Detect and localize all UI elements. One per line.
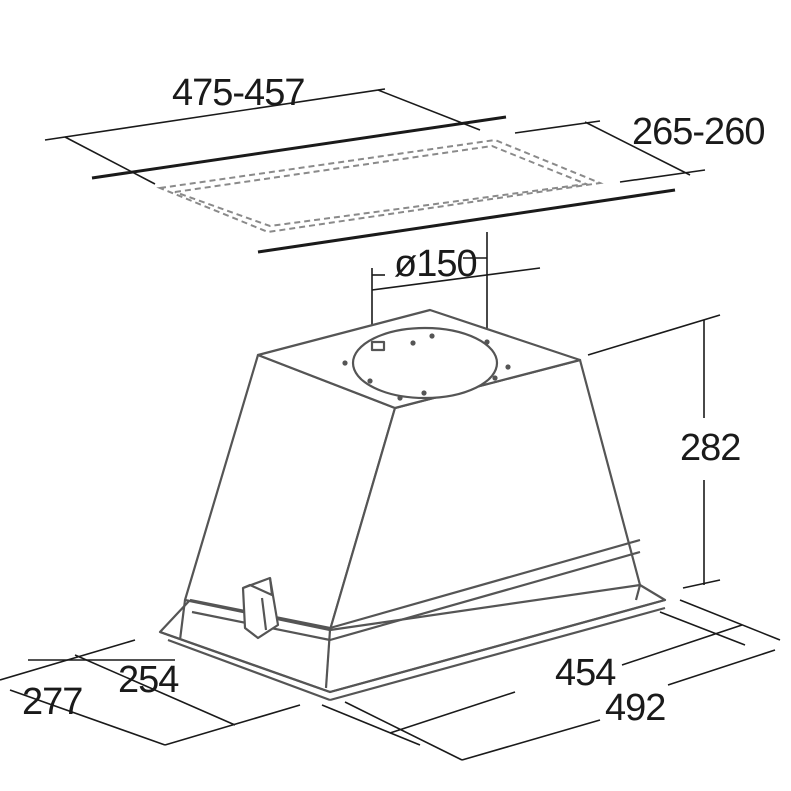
dim-line-width-inner (621, 624, 743, 666)
cutout-outline-inner (174, 144, 590, 228)
ext-line-width-inner (659, 611, 746, 646)
screw-hole (484, 339, 490, 345)
height-dimension-group: 282 (587, 314, 741, 589)
hood-left-post (178, 599, 187, 641)
dim-line-width-bottom-outer (461, 719, 601, 761)
hood-flange-front-edge (159, 598, 666, 694)
dim-line-width-outer (667, 649, 776, 686)
depth-outer-label: 277 (22, 681, 82, 723)
depth-dimension-group: 254 277 (0, 639, 301, 746)
cutout-outline (156, 138, 604, 234)
screw-hole (492, 375, 498, 381)
ext-line-width-left-inner (321, 704, 421, 746)
screw-hole (505, 364, 511, 370)
dim-line-depth-outer-slant (9, 689, 166, 746)
screw-hole (410, 340, 416, 346)
screw-hole (367, 378, 373, 384)
hood-body (158, 308, 667, 702)
dim-line-cutout-depth-bottom (619, 169, 706, 183)
ext-line-width-outer (679, 599, 781, 641)
hood-flange-thickness-right (329, 606, 666, 702)
switch-box-top (242, 577, 274, 597)
screw-hole (421, 390, 427, 396)
cutout-width-label: 475-457 (172, 72, 304, 114)
cabinet-line-front (91, 115, 507, 180)
width-inner-label: 454 (555, 652, 616, 694)
ext-line-height-bottom (682, 579, 721, 589)
hood-front-post (324, 629, 332, 689)
hood-right-post (634, 584, 642, 601)
depth-inner-label: 254 (118, 659, 179, 701)
hood-lower-band (189, 538, 641, 630)
ext-line-depth-bottom (164, 704, 301, 746)
duct-diameter-label: ø150 (394, 243, 477, 285)
ext-line-cutout-width-right (377, 89, 481, 131)
screw-hole (342, 360, 348, 366)
dim-line-width-bottom-inner (389, 691, 516, 734)
screw-hole (429, 333, 435, 339)
duct-collar-tab (370, 340, 386, 352)
width-outer-label: 492 (605, 687, 665, 729)
ext-line-width-left (344, 701, 463, 761)
screw-hole (397, 395, 403, 401)
ext-line-cutout-width-left (64, 136, 156, 185)
dim-line-duct (371, 267, 541, 291)
dim-line-cutout-width (44, 88, 386, 141)
duct-collar (351, 326, 499, 400)
switch-box-edge (260, 597, 268, 631)
hood-flange-thickness-left (167, 638, 331, 702)
width-dimension-group: 454 492 (321, 599, 781, 761)
ext-line-height-top (587, 314, 721, 356)
dim-line-depth-inner (74, 654, 236, 726)
cutout-group: 475-457 265-260 (44, 72, 765, 254)
cabinet-line-back (257, 188, 676, 254)
height-label: 282 (680, 427, 740, 469)
dim-line-cutout-depth (584, 121, 691, 176)
duct-diameter-group: ø150 (371, 232, 541, 345)
cutout-depth-label: 265-260 (632, 111, 764, 153)
